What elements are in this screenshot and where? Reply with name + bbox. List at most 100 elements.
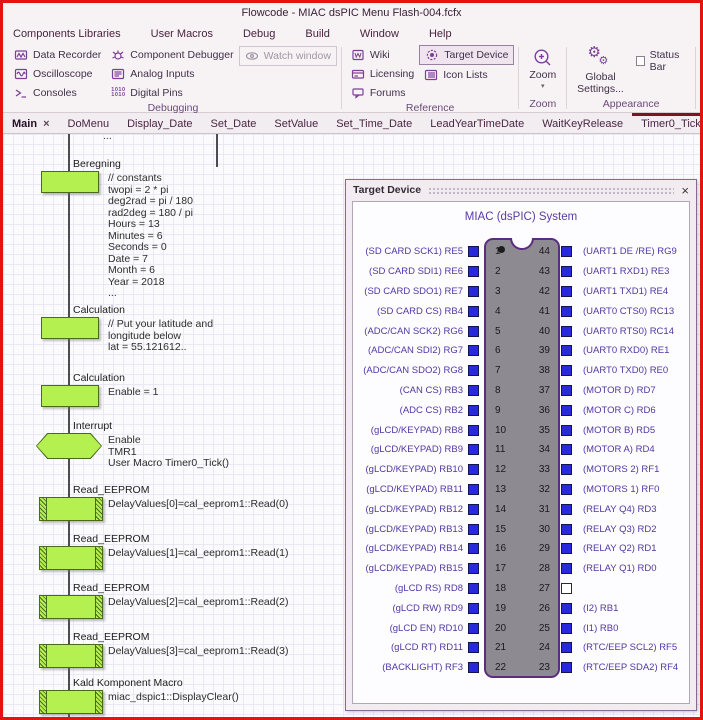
- block-text-line: lat = 55.121612..: [108, 341, 187, 353]
- tab-main[interactable]: Main×: [3, 113, 59, 133]
- pin-22[interactable]: [468, 662, 479, 674]
- pin-14[interactable]: [468, 503, 479, 515]
- target-device-panel-header[interactable]: Target Device ×: [346, 180, 696, 200]
- pin-8[interactable]: [468, 384, 479, 396]
- oscilloscope-button[interactable]: Oscilloscope: [9, 64, 106, 83]
- block-text: DelayValues[1]=cal_eeprom1::Read(1): [108, 547, 288, 560]
- licensing-label: Licensing: [369, 67, 415, 80]
- data-recorder-button[interactable]: Data Recorder: [9, 45, 106, 64]
- pin-12[interactable]: [468, 464, 479, 476]
- pin-33[interactable]: [561, 464, 572, 476]
- analog-inputs-button[interactable]: Analog Inputs: [106, 64, 238, 83]
- pin-19[interactable]: [468, 602, 479, 614]
- component-macro-shape[interactable]: [39, 644, 103, 668]
- pin-1[interactable]: [468, 246, 479, 258]
- pin-24[interactable]: [561, 642, 572, 654]
- pin-18[interactable]: [468, 582, 479, 594]
- close-icon[interactable]: ×: [681, 182, 689, 198]
- pin-4[interactable]: [468, 305, 479, 317]
- tab-timer0_tick[interactable]: Timer0_Tick: [632, 113, 700, 133]
- wiki-button[interactable]: Wiki: [346, 45, 419, 64]
- component-macro-shape[interactable]: [39, 690, 103, 714]
- pin-35[interactable]: [561, 424, 572, 436]
- watch-window-button[interactable]: Watch window: [238, 46, 337, 66]
- tab-leadyeartimedate[interactable]: LeadYearTimeDate: [421, 113, 533, 133]
- group-label-zoom: Zoom: [529, 98, 557, 110]
- status-bar-checkbox[interactable]: [635, 56, 645, 66]
- pin-42[interactable]: [561, 285, 572, 297]
- tab-close-icon[interactable]: ×: [43, 117, 50, 130]
- pin-17[interactable]: [468, 563, 479, 575]
- pin-7[interactable]: [468, 365, 479, 377]
- pin-25[interactable]: [561, 622, 572, 634]
- panel-drag-handle[interactable]: [428, 186, 675, 194]
- pin-37[interactable]: [561, 384, 572, 396]
- pin-label-right: (MOTORS 1) RF0: [583, 483, 660, 495]
- menu-item-build[interactable]: Build: [305, 27, 330, 40]
- pin-9[interactable]: [468, 404, 479, 416]
- pin-5[interactable]: [468, 325, 479, 337]
- consoles-button[interactable]: Consoles: [9, 83, 106, 102]
- tab-set_time_date[interactable]: Set_Time_Date: [327, 113, 421, 133]
- pin-32[interactable]: [561, 483, 572, 495]
- pin-43[interactable]: [561, 266, 572, 278]
- menu-item-window[interactable]: Window: [359, 27, 399, 40]
- pin-13[interactable]: [468, 483, 479, 495]
- component-debugger-button[interactable]: Component Debugger: [106, 45, 238, 64]
- menu-item-components-libraries[interactable]: Components Libraries: [13, 27, 121, 40]
- pin-16[interactable]: [468, 543, 479, 555]
- pin-11[interactable]: [468, 444, 479, 456]
- pin-27[interactable]: [561, 582, 572, 594]
- pin-15[interactable]: [468, 523, 479, 535]
- icon-lists-label: Icon Lists: [443, 68, 488, 81]
- pin-28[interactable]: [561, 563, 572, 575]
- component-macro-shape[interactable]: [39, 595, 103, 619]
- calculation-shape[interactable]: [41, 317, 99, 339]
- calculation-shape[interactable]: [41, 171, 99, 193]
- tab-display_date[interactable]: Display_Date: [118, 113, 201, 133]
- pin-6[interactable]: [468, 345, 479, 357]
- pin-41[interactable]: [561, 305, 572, 317]
- pin-26[interactable]: [561, 602, 572, 614]
- target-device-button[interactable]: Target Device: [419, 45, 515, 65]
- interrupt-shape[interactable]: [36, 433, 102, 459]
- component-macro-shape[interactable]: [39, 497, 103, 521]
- tab-set_date[interactable]: Set_Date: [202, 113, 266, 133]
- pin-2[interactable]: [468, 266, 479, 278]
- licensing-button[interactable]: Licensing: [346, 64, 419, 83]
- zoom-button[interactable]: Zoom ▾: [523, 45, 562, 93]
- menu-item-help[interactable]: Help: [428, 27, 452, 40]
- pin-38[interactable]: [561, 365, 572, 377]
- tab-waitkeyrelease[interactable]: WaitKeyRelease: [533, 113, 632, 133]
- calculation-shape[interactable]: [41, 385, 99, 407]
- pin-40[interactable]: [561, 325, 572, 337]
- pin-3[interactable]: [468, 285, 479, 297]
- pin-20[interactable]: [468, 622, 479, 634]
- digital-pins-button[interactable]: 1010 1010 Digital Pins: [106, 83, 238, 102]
- pin-29[interactable]: [561, 543, 572, 555]
- pin-23[interactable]: [561, 662, 572, 674]
- pin-31[interactable]: [561, 503, 572, 515]
- icon-lists-button[interactable]: Icon Lists: [419, 65, 514, 84]
- pin-10[interactable]: [468, 424, 479, 436]
- menu-item-user-macros[interactable]: User Macros: [150, 27, 213, 40]
- pin-label-right: (MOTOR B) RD5: [583, 424, 656, 436]
- pin-36[interactable]: [561, 404, 572, 416]
- pin-21[interactable]: [468, 642, 479, 654]
- target-device-panel[interactable]: Target Device × MIAC (dsPIC) System (SD …: [345, 179, 697, 711]
- tab-setvalue[interactable]: SetValue: [265, 113, 327, 133]
- pin-number-left: 1: [495, 246, 501, 258]
- target-device-icon: [427, 49, 438, 61]
- component-macro-shape[interactable]: [39, 546, 103, 570]
- pin-34[interactable]: [561, 444, 572, 456]
- tab-domenu[interactable]: DoMenu: [59, 113, 119, 133]
- pin-label-left: (gLCD/KEYPAD) RB14: [365, 543, 464, 555]
- forums-button[interactable]: Forums: [346, 83, 419, 102]
- pin-label-left: (gLCD/KEYPAD) RB10: [365, 464, 464, 476]
- global-settings-button[interactable]: ⚙⚙ Global Settings...: [571, 45, 630, 95]
- pin-30[interactable]: [561, 523, 572, 535]
- pin-39[interactable]: [561, 345, 572, 357]
- pin-44[interactable]: [561, 246, 572, 258]
- menu-item-debug[interactable]: Debug: [242, 27, 276, 40]
